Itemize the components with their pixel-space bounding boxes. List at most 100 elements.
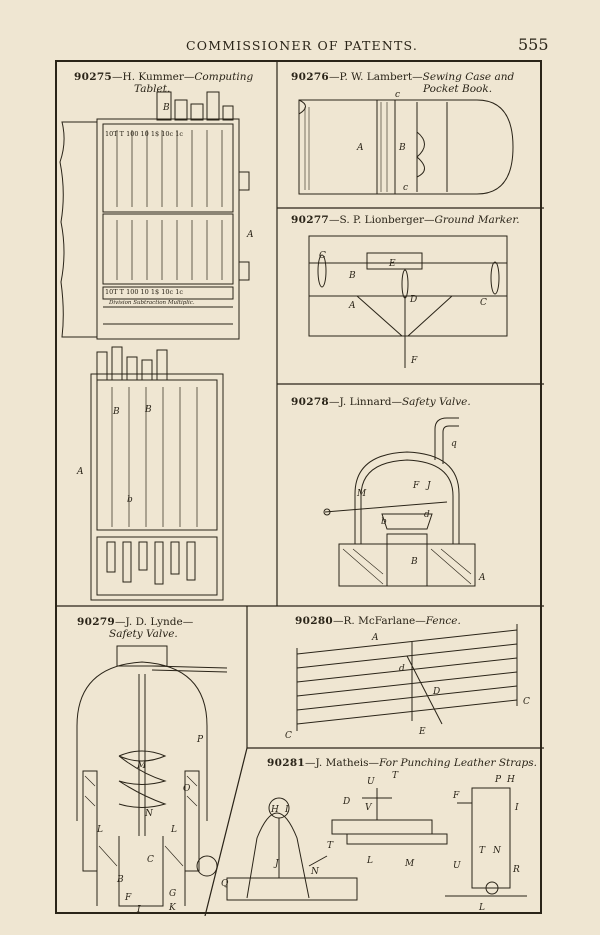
panel-90277: 90277—S. P. Lionberger—Ground Marker. C … <box>277 208 544 384</box>
label: U <box>367 777 375 787</box>
figure-lynde-valve: P M O N L L C B F G K H I <box>76 645 228 915</box>
patent-inventor: —R. McFarlane— <box>333 615 426 627</box>
label: K <box>168 903 177 913</box>
patent-inventor: —S. P. Lionberger— <box>329 214 435 226</box>
label: C <box>319 251 326 261</box>
patent-title: Computing <box>194 71 254 83</box>
patent-title: Sewing Case and <box>422 71 515 83</box>
caption-90278: 90278—J. Linnard—Safety Valve. <box>291 396 471 408</box>
label: I <box>284 805 289 815</box>
label: P <box>196 735 204 745</box>
label: T <box>392 771 399 781</box>
label: N <box>310 867 320 877</box>
patent-inventor: —J. Linnard— <box>329 396 402 408</box>
label: N <box>144 809 154 819</box>
patent-inventor: —H. Kummer— <box>112 71 195 83</box>
patent-number: 90279 <box>77 616 116 628</box>
patent-title-line2: Pocket Book. <box>423 83 493 95</box>
panel-90278: 90278—J. Linnard—Safety Valve. q F J M <box>277 384 544 606</box>
tablet-scale-top: 10T T 100 10 1$ 10c 1c <box>105 130 183 138</box>
panel-90281: 90281—J. Matheis—For Punching Leather St… <box>217 748 544 916</box>
patent-title-line2: Safety Valve. <box>109 628 178 640</box>
plate-frame: 90275—H. Kummer—Computing Tablet. <box>55 60 544 916</box>
label: H <box>270 805 279 815</box>
label: J <box>273 859 280 869</box>
label: Q <box>221 879 229 889</box>
patent-number: 90276 <box>291 71 330 83</box>
label: B <box>348 271 356 281</box>
label: E <box>418 727 426 737</box>
label: D <box>409 295 417 305</box>
label: C <box>523 697 530 707</box>
label: I <box>136 905 141 915</box>
label: D <box>342 797 350 807</box>
label: d <box>424 510 430 520</box>
label: L <box>366 856 373 866</box>
figure-computing-tablet: 10T T 100 10 1$ 10c 1c 10T T 100 10 1$ 1… <box>59 91 254 601</box>
label: A <box>348 301 356 311</box>
label: L <box>170 825 177 835</box>
patent-title: Ground Marker. <box>434 214 520 226</box>
label: F <box>412 481 420 491</box>
label: C <box>285 731 292 741</box>
figure-punching-machine: T U D V T H I N J Q L M P H F I U T N R … <box>221 771 527 913</box>
patent-number: 90278 <box>291 396 330 408</box>
label: R <box>512 865 520 875</box>
patent-number: 90281 <box>267 757 306 769</box>
label: q <box>451 439 457 449</box>
label: G <box>169 889 176 899</box>
label: c <box>403 183 408 193</box>
label: V <box>365 803 373 813</box>
label: B <box>162 103 170 113</box>
label: T <box>327 841 334 851</box>
caption-90279: 90279—J. D. Lynde— Safety Valve. <box>77 616 193 640</box>
patent-title: Safety Valve. <box>401 396 471 408</box>
patent-inventor: —J. D. Lynde— <box>115 616 194 628</box>
page-header: COMMISSIONER OF PATENTS. 555 <box>0 35 600 58</box>
patent-number: 90280 <box>295 615 334 627</box>
label: A <box>356 143 364 153</box>
label: H <box>506 775 515 785</box>
patent-inventor: —J. Matheis— <box>305 757 380 769</box>
caption-90281: 90281—J. Matheis—For Punching Leather St… <box>267 757 537 769</box>
label: A <box>371 633 379 643</box>
label: A <box>478 573 486 583</box>
label: A <box>246 230 254 240</box>
patent-title: Fence. <box>425 615 461 627</box>
label: M <box>404 859 415 869</box>
label: C <box>480 298 487 308</box>
figure-fence: A d D C C E <box>285 624 530 741</box>
figure-ground-marker: C B E A D C F <box>308 235 508 368</box>
label: E <box>388 259 396 269</box>
label: b <box>127 495 133 505</box>
label: c <box>395 90 400 100</box>
label: B <box>398 143 406 153</box>
caption-90277: 90277—S. P. Lionberger—Ground Marker. <box>291 214 520 226</box>
label: F <box>410 356 418 366</box>
label: d <box>399 664 405 674</box>
label: b <box>381 517 387 527</box>
label: F <box>124 893 132 903</box>
tablet-ops: Division Subtraction Multiplic. <box>108 300 195 306</box>
label: B <box>112 407 120 417</box>
tablet-scale-bottom: 10T T 100 10 1$ 10c 1c <box>105 288 183 296</box>
patent-number: 90275 <box>74 71 113 83</box>
label: M <box>136 761 147 771</box>
label: T <box>479 846 486 856</box>
page-number: 555 <box>518 35 549 54</box>
label: P <box>494 775 502 785</box>
label: D <box>432 687 440 697</box>
patent-number: 90277 <box>291 214 330 226</box>
label: O <box>183 784 191 794</box>
figure-sewing-case: c A B c <box>298 90 514 195</box>
label: U <box>453 861 461 871</box>
label: L <box>96 825 103 835</box>
label: B <box>410 557 418 567</box>
patent-inventor: —P. W. Lambert— <box>329 71 423 83</box>
patent-title: For Punching Leather Straps. <box>379 757 538 769</box>
panel-90279: 90279—J. D. Lynde— Safety Valve. <box>57 606 247 916</box>
label: I <box>514 803 519 813</box>
plate-grid <box>57 62 544 916</box>
figure-linnard-valve: q F J M d b B A <box>323 417 486 587</box>
caption-90276: 90276—P. W. Lambert—Sewing Case and Pock… <box>291 71 514 95</box>
